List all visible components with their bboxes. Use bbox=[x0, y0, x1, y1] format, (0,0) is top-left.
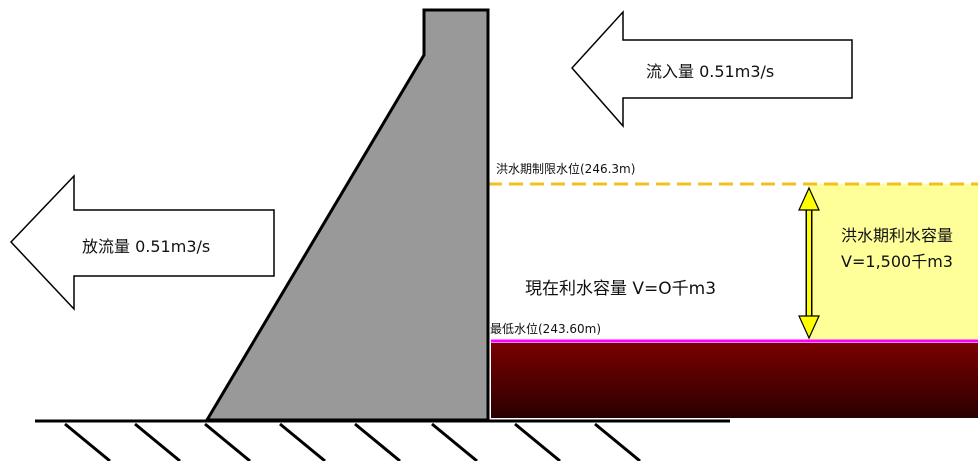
current-storage-value: V=O千m3 bbox=[632, 279, 717, 299]
sediment-block bbox=[491, 343, 978, 418]
outflow-arrow bbox=[9, 174, 275, 311]
inflow-value: 0.51m3/s bbox=[699, 62, 775, 81]
flood-capacity-label: 洪水期利水容量 bbox=[840, 226, 953, 245]
inflow-arrow bbox=[570, 10, 853, 128]
outflow-text: 放流量 0.51m3/s bbox=[82, 233, 210, 257]
flood-capacity-text: 洪水期利水容量 V=1,500千m3 bbox=[822, 223, 972, 275]
flood-limit-level-label: 洪水期制限水位(246.3m) bbox=[496, 162, 636, 176]
inflow-text: 流入量 0.51m3/s bbox=[646, 58, 774, 82]
minimum-level-label: 最低水位(243.60m) bbox=[490, 322, 602, 336]
outflow-label: 放流量 bbox=[82, 237, 131, 256]
current-storage-text: 現在利水容量 V=O千m3 bbox=[525, 274, 716, 299]
current-storage-label: 現在利水容量 bbox=[525, 279, 627, 299]
flood-capacity-value: V=1,500千m3 bbox=[841, 252, 953, 271]
flood-capacity-box bbox=[808, 184, 978, 341]
capacity-double-arrow bbox=[798, 186, 820, 340]
inflow-label: 流入量 bbox=[646, 62, 695, 81]
ground-hatching bbox=[64, 422, 641, 461]
outflow-value: 0.51m3/s bbox=[135, 237, 211, 256]
